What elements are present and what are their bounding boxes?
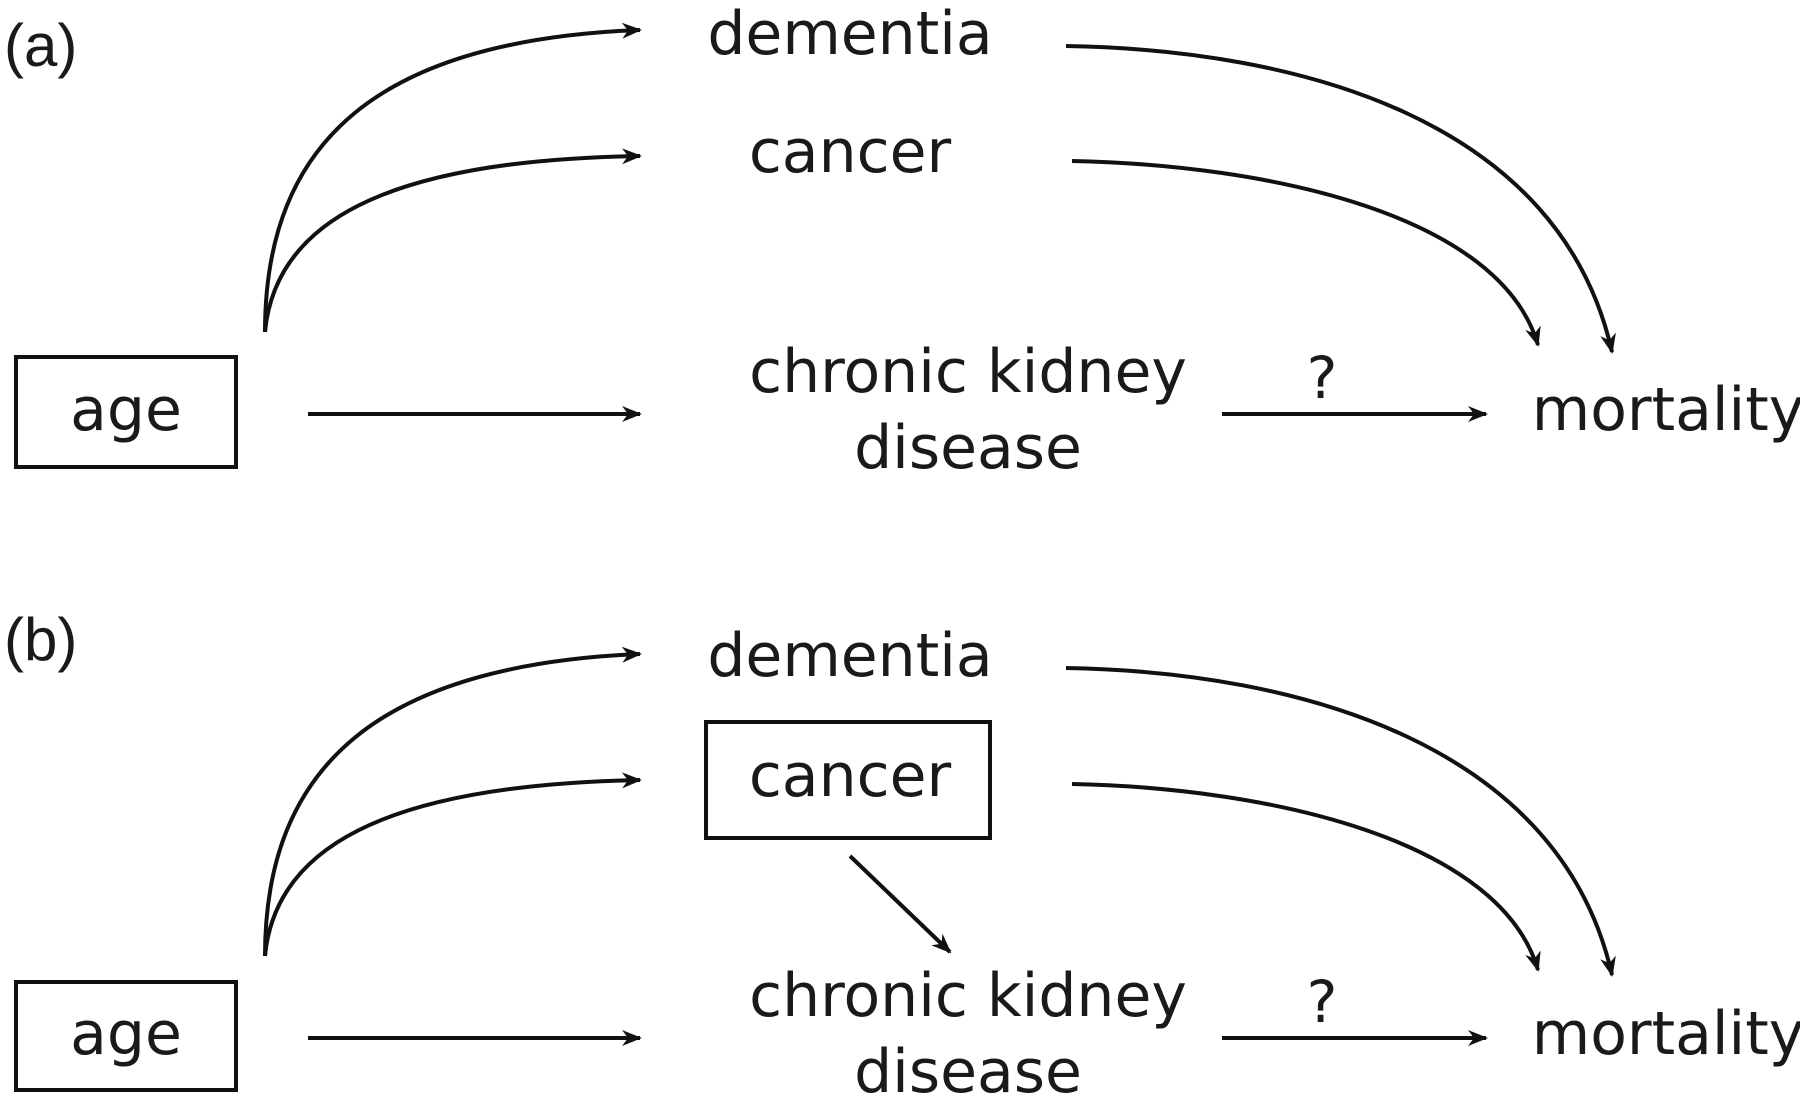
edge-age-to-cancer (263, 148, 642, 333)
cancer-node: cancer (749, 741, 952, 811)
dementia-node: dementia (707, 621, 992, 691)
edge-dementia-to-mortality (1065, 44, 1616, 354)
edge-dementia-to-mortality (1065, 666, 1616, 977)
cancer-node-box (704, 720, 992, 840)
chronic-kidney-disease-node-line2: disease (854, 1037, 1082, 1104)
edge-cancer-to-mortality (1071, 782, 1541, 972)
edge-cancer-to-mortality (1071, 159, 1541, 347)
edge-age-to-cancer (263, 772, 642, 957)
edge-age-to-dementia (263, 646, 642, 957)
chronic-kidney-disease-node-line2: disease (854, 413, 1082, 483)
question-mark: ? (1307, 968, 1338, 1036)
age-node: age (70, 375, 182, 445)
panel-a-label: (a) (4, 12, 77, 79)
age-node-box (14, 355, 238, 469)
dementia-node: dementia (707, 0, 992, 69)
panel-a: (a) dementia cancer age chronic kidney d… (4, 0, 1800, 483)
edge-cancer-to-ckd (848, 854, 952, 954)
age-node-box (14, 980, 238, 1092)
cancer-node: cancer (749, 117, 952, 187)
chronic-kidney-disease-node-line1: chronic kidney (749, 961, 1187, 1031)
question-mark: ? (1307, 344, 1338, 412)
panel-b: (b) dementia cancer age chronic kidney d… (4, 606, 1800, 1104)
mortality-node: mortality (1532, 375, 1800, 445)
chronic-kidney-disease-node-line1: chronic kidney (749, 337, 1187, 407)
mortality-node: mortality (1532, 999, 1800, 1069)
edge-age-to-dementia (263, 22, 642, 333)
panel-b-label: (b) (4, 606, 77, 673)
age-node: age (70, 999, 182, 1069)
